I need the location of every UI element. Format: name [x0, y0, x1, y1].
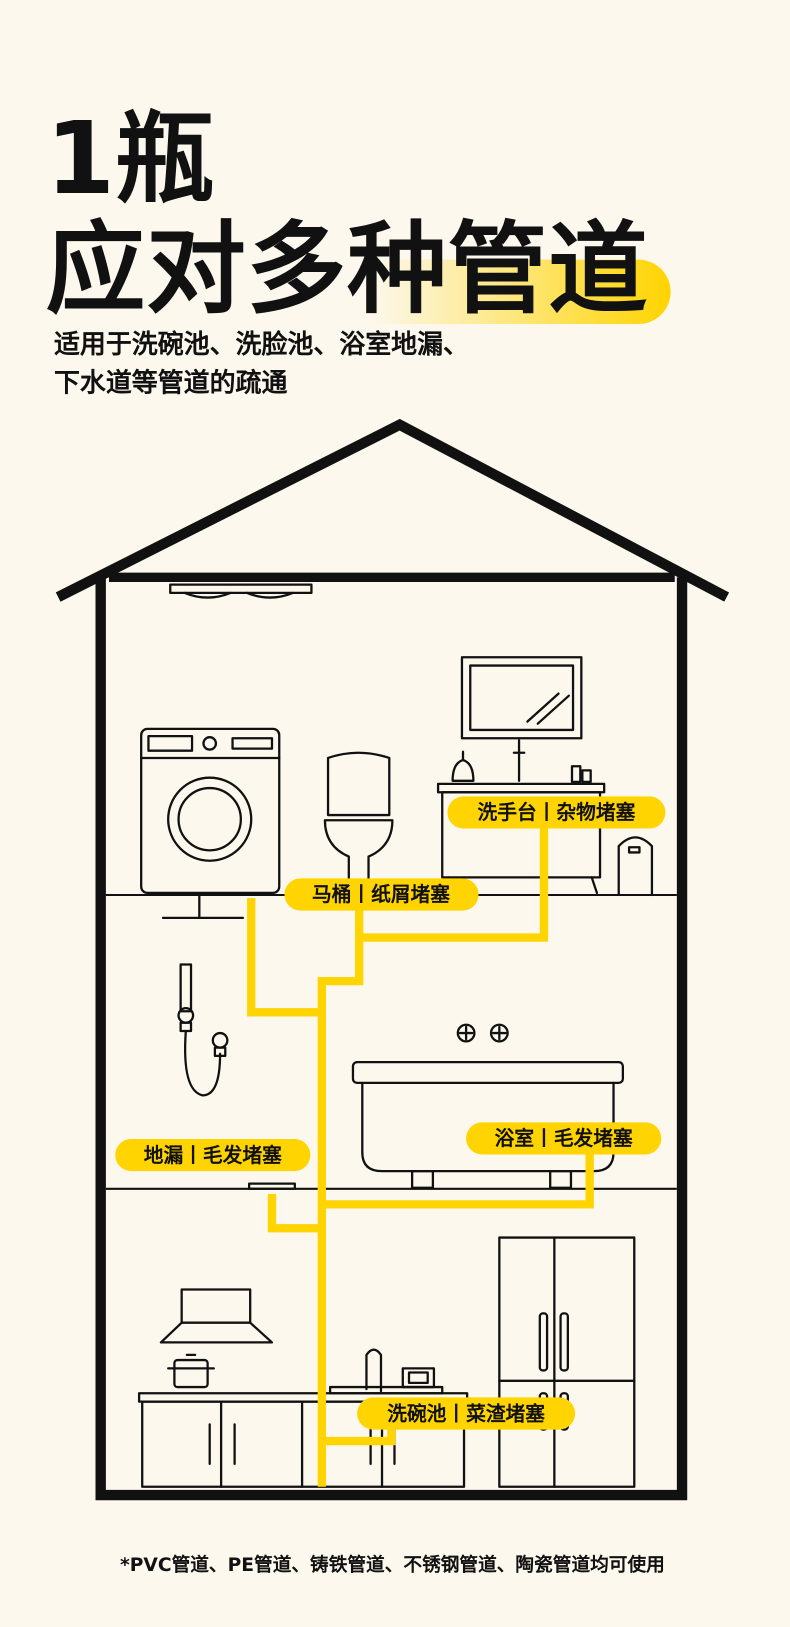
- svg-text:浴室丨毛发堵塞: 浴室丨毛发堵塞: [495, 1127, 633, 1150]
- subtitle-line1: 适用于洗碗池、洗脸池、浴室地漏、: [54, 329, 469, 360]
- ceiling-light-icon: [169, 583, 313, 599]
- label-kitchen-sink: 洗碗池丨菜渣堵塞: [357, 1397, 576, 1430]
- svg-text:地漏丨毛发堵塞: 地漏丨毛发堵塞: [144, 1144, 282, 1167]
- svg-text:洗手台丨杂物堵塞: 洗手台丨杂物堵塞: [478, 801, 636, 824]
- label-wash-basin: 洗手台丨杂物堵塞: [447, 796, 666, 829]
- refrigerator-icon: [498, 1236, 636, 1488]
- subtitle-line2: 下水道等管道的疏通: [54, 368, 288, 399]
- svg-text:洗碗池丨菜渣堵塞: 洗碗池丨菜渣堵塞: [387, 1402, 545, 1425]
- washing-machine-icon: [140, 727, 281, 919]
- label-floor-drain: 地漏丨毛发堵塞: [115, 1138, 311, 1172]
- svg-text:马桶丨纸屑堵塞: 马桶丨纸屑堵塞: [312, 883, 450, 906]
- roof: [55, 418, 730, 602]
- label-toilet: 马桶丨纸屑堵塞: [284, 878, 479, 911]
- toilet-icon: [323, 751, 394, 884]
- floor-drain-icon: [248, 1182, 296, 1190]
- kitchen-icon: [137, 1288, 469, 1488]
- bathroom-vanity-icon: [436, 656, 654, 897]
- headline-line2: 应对多种管道: [46, 211, 648, 327]
- house-walls: [95, 577, 688, 1501]
- bathtub-icon: [351, 1023, 625, 1189]
- drain-pipes: [247, 820, 594, 1487]
- shower-icon: [177, 963, 229, 1097]
- footnote: *PVC管道、PE管道、铸铁管道、不锈钢管道、陶瓷管道均可使用: [120, 1554, 665, 1576]
- label-bathroom: 浴室丨毛发堵塞: [466, 1122, 662, 1155]
- headline-line1: 1瓶: [46, 101, 215, 217]
- title-highlight: [368, 259, 671, 325]
